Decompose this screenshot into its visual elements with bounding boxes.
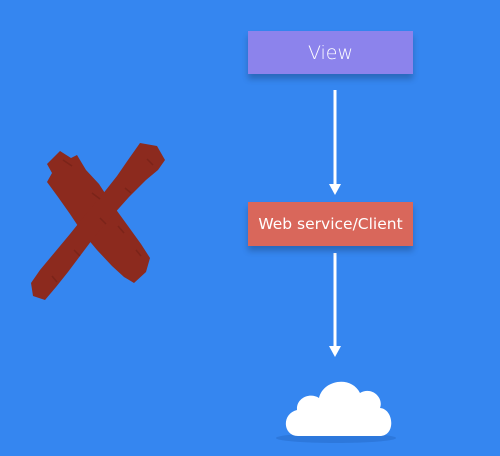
x-mark-stroke-front xyxy=(31,143,165,300)
arrow-view-to-web-service xyxy=(329,90,341,195)
view-node: View xyxy=(248,31,413,74)
x-mark-stroke-back xyxy=(47,151,150,283)
arrow-web-service-to-cloud xyxy=(329,253,341,357)
web-service-client-node: Web service/Client xyxy=(248,202,413,246)
view-node-label: View xyxy=(307,41,354,64)
web-service-client-node-label: Web service/Client xyxy=(258,215,403,233)
cloud-icon xyxy=(276,381,396,443)
x-mark-strokes xyxy=(31,143,165,300)
x-mark-texture xyxy=(51,158,154,283)
